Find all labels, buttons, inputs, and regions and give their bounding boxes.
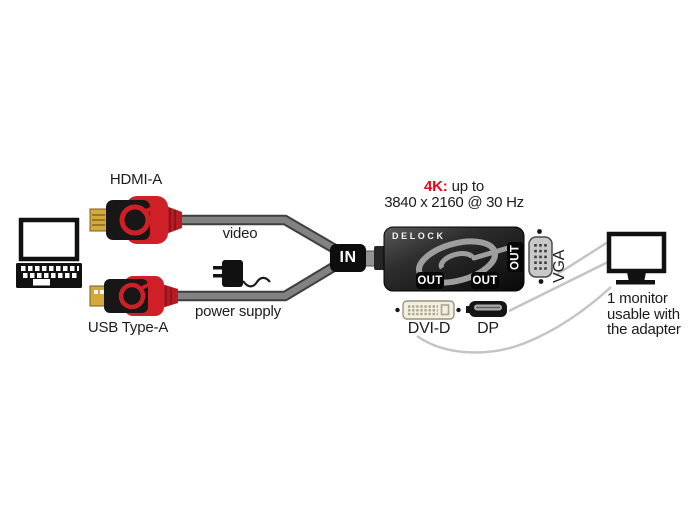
dp-to-monitor-line (508, 260, 609, 313)
video-cable-label: video (222, 225, 258, 242)
fourk-rest: up to (451, 178, 485, 195)
vga-label: VGA (551, 249, 568, 283)
resolution-annotation: 4K:up to 3840 x 2160 @ 30 Hz (382, 179, 526, 211)
monitor-note-line1: 1 monitor (607, 290, 668, 307)
resolution-text: 3840 x 2160 @ 30 Hz (384, 194, 524, 211)
power-cable (158, 257, 346, 302)
usb-type-a-label: USB Type-A (87, 319, 169, 336)
vga-connector-icon (528, 229, 553, 284)
out-port-badge-dvi: OUT (416, 272, 444, 289)
dp-label: DP (477, 320, 499, 337)
dvi-connector-icon (395, 300, 461, 320)
dp-connector-icon (466, 301, 507, 317)
video-cable (162, 214, 346, 258)
hdmi-a-label: HDMI-A (109, 171, 163, 188)
delock-brand-text: DELOCK (392, 231, 446, 241)
hdmi-connector-icon (89, 196, 182, 244)
power-plug-icon (213, 260, 271, 288)
monitor-note-line2: usable with (607, 305, 680, 323)
fourk-highlight: 4K: (424, 178, 448, 195)
monitor-note: 1 monitor usable with the adapter (607, 291, 693, 338)
out-port-badge-vga: OUT (507, 242, 524, 272)
laptop-icon (16, 217, 82, 288)
swirl-tail (471, 245, 511, 261)
fourk-line: 4K:up to (382, 179, 526, 195)
monitor-icon (606, 231, 667, 285)
in-port-badge: IN (330, 244, 366, 272)
dvi-to-monitor-line (416, 286, 612, 354)
dvi-d-label: DVI-D (407, 320, 451, 337)
out-port-badge-dp: OUT (471, 272, 499, 289)
monitor-connection-lines (416, 240, 612, 354)
power-supply-label: power supply (195, 303, 281, 320)
usb-connector-icon (89, 276, 178, 316)
vga-to-monitor-line (555, 240, 609, 277)
monitor-note-line3: the adapter (607, 321, 681, 338)
